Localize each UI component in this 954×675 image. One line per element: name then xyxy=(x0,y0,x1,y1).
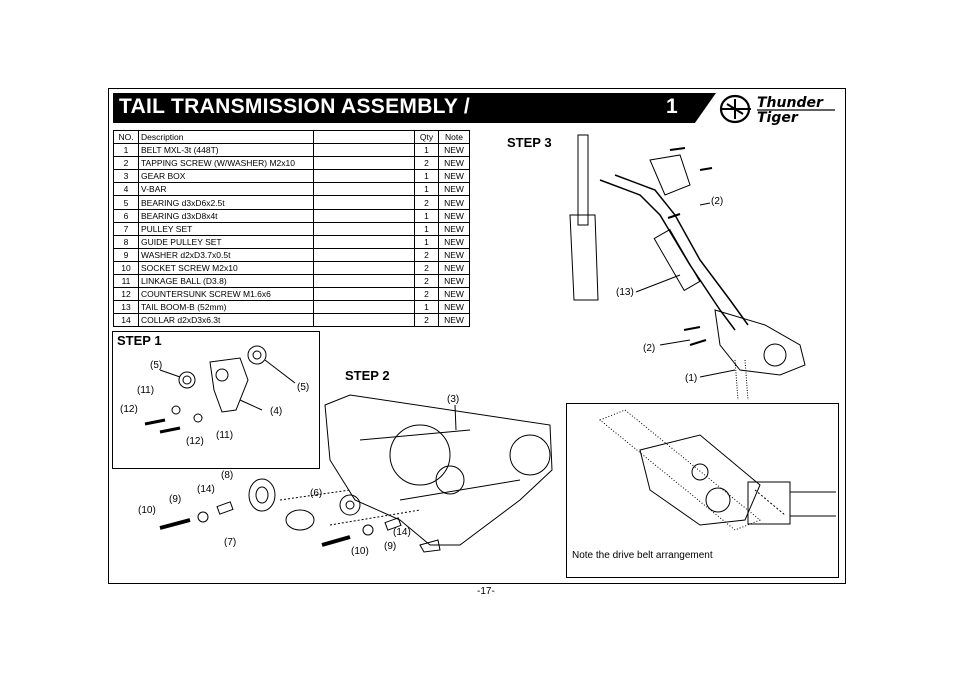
step1-box xyxy=(112,331,320,469)
tail-boom-b xyxy=(653,228,701,292)
bearing-5-left xyxy=(178,371,196,389)
main-shaft xyxy=(577,134,589,226)
callout-11: (11) xyxy=(216,430,234,441)
lower-gear-box xyxy=(714,309,806,376)
belt-note-frame xyxy=(566,403,839,578)
callout-14: (14) xyxy=(197,484,215,495)
thunder-tiger-logo: Thunder Tiger xyxy=(719,94,835,126)
callout-7: (7) xyxy=(224,537,237,548)
callout-1: (1) xyxy=(685,373,698,384)
callout-13: (13) xyxy=(616,287,634,298)
callout-14: (14) xyxy=(393,527,411,538)
gear-box-part xyxy=(324,394,553,546)
callout-6: (6) xyxy=(310,488,323,499)
page-title: TAIL TRANSMISSION ASSEMBLY / xyxy=(119,95,471,118)
bearing-5-right xyxy=(247,345,267,365)
part-note: NEW xyxy=(438,247,470,262)
tail-boom-mount xyxy=(569,214,599,301)
bearing-6 xyxy=(339,494,361,516)
section-number: 1 xyxy=(666,95,678,118)
step2-label: STEP 2 xyxy=(345,368,390,383)
pulley-set xyxy=(285,509,315,531)
callout-8: (8) xyxy=(221,470,234,481)
callout-10: (10) xyxy=(138,505,156,516)
callout-5: (5) xyxy=(150,360,163,371)
step3-label: STEP 3 xyxy=(507,135,552,150)
v-bar-part xyxy=(209,357,249,413)
drive-belt xyxy=(599,409,761,531)
callout-12: (12) xyxy=(120,404,138,415)
page-number: -17- xyxy=(477,586,495,597)
guide-pulley xyxy=(248,478,276,512)
title-bar xyxy=(113,93,716,123)
callout-11: (11) xyxy=(137,385,155,396)
page-frame xyxy=(108,88,846,584)
note-boom-clamp xyxy=(747,481,791,525)
belt-arrangement-note: Note the drive belt arrangement xyxy=(572,550,713,561)
callout-4: (4) xyxy=(270,406,283,417)
callout-10: (10) xyxy=(351,546,369,557)
callout-2: (2) xyxy=(711,196,724,207)
callout-3: (3) xyxy=(447,394,460,405)
svg-text:Thunder: Thunder xyxy=(757,95,824,111)
upper-bracket xyxy=(649,154,691,196)
note-gear-box xyxy=(639,434,761,526)
step1-label: STEP 1 xyxy=(117,333,162,348)
part-note: NEW xyxy=(438,313,470,328)
callout-2: (2) xyxy=(643,343,656,354)
part-note: NEW xyxy=(438,156,470,171)
callout-9: (9) xyxy=(169,494,182,505)
svg-text:Tiger: Tiger xyxy=(757,110,799,126)
table-header-row: NO. Description Qty Note xyxy=(113,129,470,145)
callout-12: (12) xyxy=(186,436,204,447)
callout-5: (5) xyxy=(297,382,310,393)
callout-9: (9) xyxy=(384,541,397,552)
